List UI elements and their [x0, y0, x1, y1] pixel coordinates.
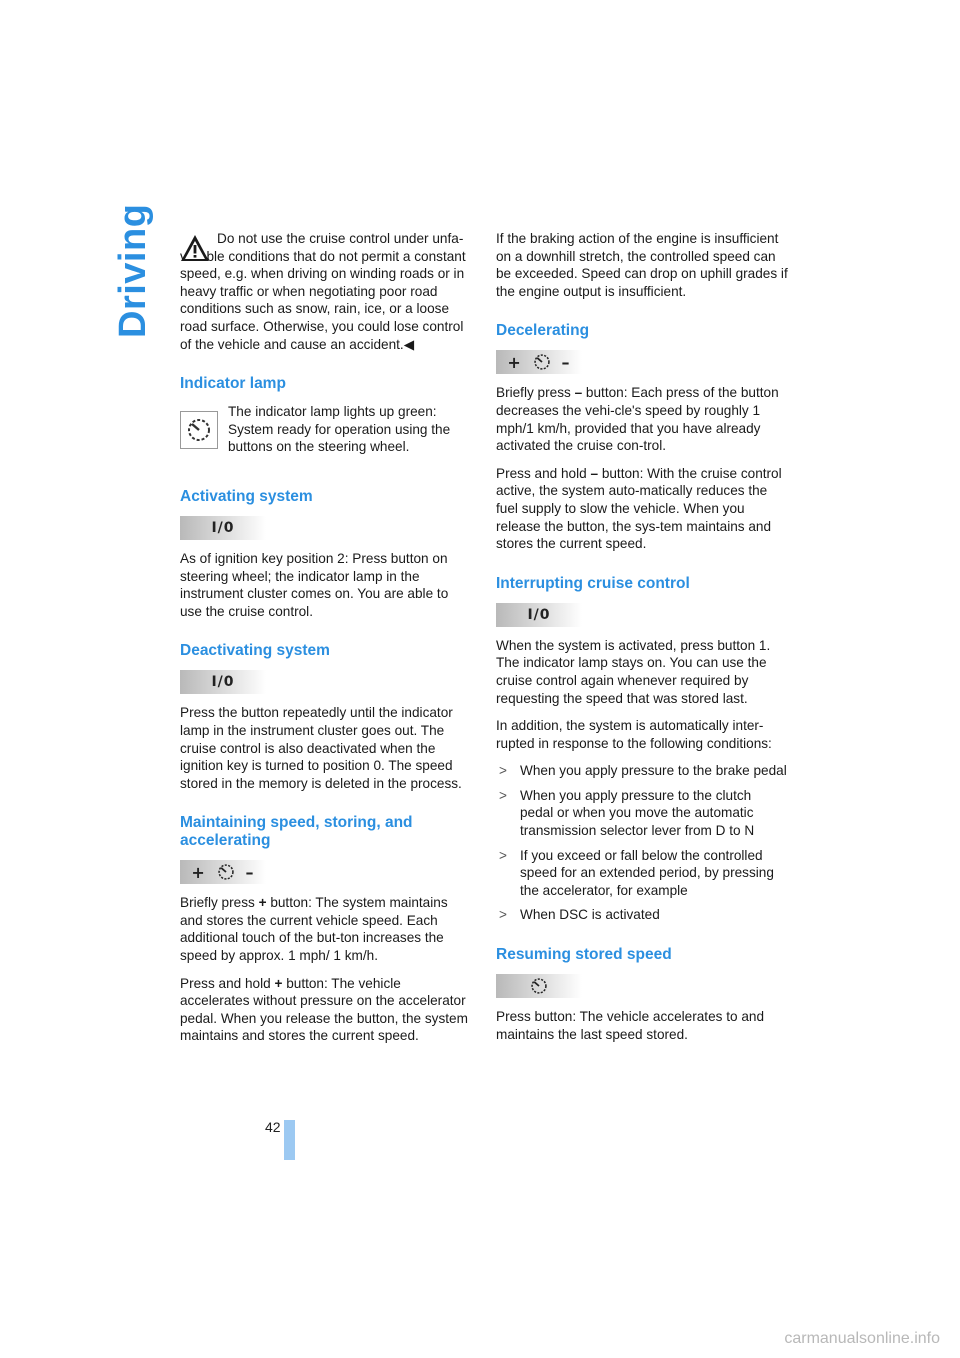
right-column: If the braking action of the engine is i… [496, 230, 788, 1053]
list-item: When DSC is activated [496, 906, 788, 924]
left-column: Do not use the cruise control under unfa… [180, 230, 472, 1055]
minus-symbol: – [561, 352, 571, 372]
list-item: If you exceed or fall below the controll… [496, 847, 788, 900]
minus-symbol: – [245, 862, 255, 882]
io-button-image: I/0 [496, 602, 582, 627]
plus-symbol: + [507, 352, 522, 372]
warning-text: Do not use the cruise control under unfa… [180, 231, 466, 352]
speedometer-icon [531, 978, 547, 994]
maintain-paragraph-2: Press and hold + button: The vehicle acc… [180, 975, 468, 1044]
braking-text: If the braking action of the engine is i… [496, 231, 788, 299]
heading-decelerating: Decelerating [496, 322, 590, 340]
resume-button-image [496, 974, 582, 999]
interrupt-paragraph-1: When the system is activated, press butt… [496, 637, 771, 706]
indicator-row: The indicator lamp lights up green: Syst… [180, 403, 472, 466]
plus-symbol: + [191, 862, 206, 882]
speedometer-icon [534, 354, 550, 371]
heading-activating: Activating system [180, 487, 313, 505]
heading-resuming: Resuming stored speed [496, 946, 672, 964]
interrupt-paragraph-2: In addition, the system is automatically… [496, 718, 772, 751]
speedometer-icon [218, 864, 234, 880]
page-marker-bar [284, 1120, 295, 1160]
section-title: Driving [112, 203, 154, 338]
deactivating-text: Press the button repeatedly until the in… [180, 705, 462, 791]
resume-text: Press button: The vehicle accelerates to… [496, 1009, 765, 1042]
decel-paragraph-1: Briefly press – button: Each press of th… [496, 385, 779, 454]
watermark: carmanualsonline.info [784, 1330, 940, 1347]
conditions-list: When you apply pressure to the brake ped… [496, 762, 788, 924]
activating-text: As of ignition key position 2: Press but… [180, 550, 449, 619]
heading-indicator-lamp: Indicator lamp [180, 375, 286, 393]
decel-paragraph-2: Press and hold – button: With the cruise… [496, 465, 782, 552]
plus-minus-button-image: + – [180, 860, 266, 885]
indicator-lamp-image [180, 411, 218, 450]
warning-note: Do not use the cruise control under unfa… [180, 230, 472, 353]
end-mark: ◀ [403, 336, 415, 352]
heading-deactivating: Deactivating system [180, 642, 330, 660]
indicator-text: The indicator lamp lights up green: Syst… [228, 404, 451, 455]
io-button-image: I/0 [180, 515, 266, 540]
list-item: When you apply pressure to the clutch pe… [496, 787, 788, 840]
speedometer-icon [188, 419, 210, 442]
maintain-paragraph-1: Briefly press + button: The system maint… [180, 895, 448, 964]
heading-maintaining: Maintaining speed, storing, and accelera… [180, 814, 413, 850]
list-item: When you apply pressure to the brake ped… [496, 762, 788, 780]
page-number: 42 [265, 1119, 281, 1135]
heading-interrupting: Interrupting cruise control [496, 574, 690, 592]
io-button-image: I/0 [180, 670, 266, 695]
plus-minus-button-image: + – [496, 350, 582, 375]
warning-triangle-icon [181, 235, 209, 261]
